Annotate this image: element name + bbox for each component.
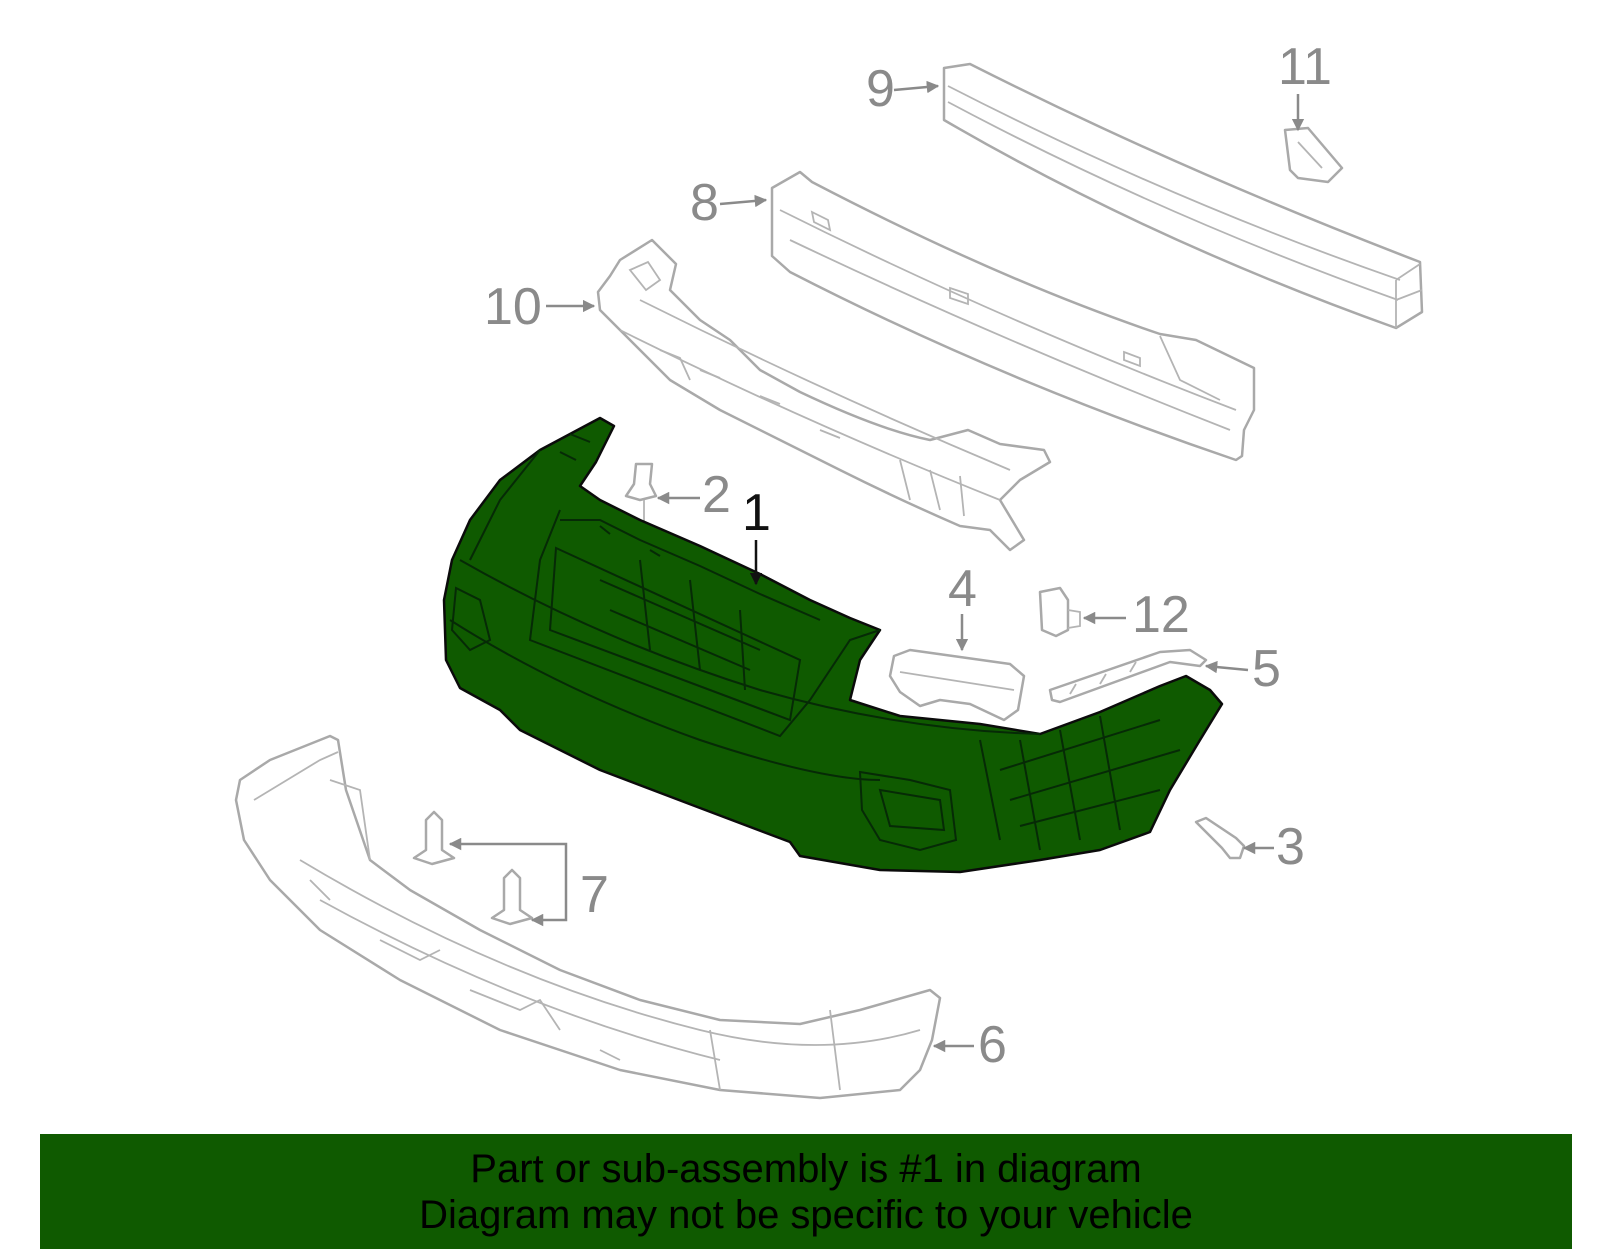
part-2-push-pin bbox=[624, 462, 658, 530]
callout-label-9: 9 bbox=[866, 60, 895, 118]
callout-6: 6 bbox=[932, 1016, 1007, 1074]
callout-label-10: 10 bbox=[484, 278, 542, 336]
callout-4: 4 bbox=[948, 560, 977, 652]
part-4-bracket bbox=[888, 648, 1026, 722]
part-3-screw bbox=[1194, 816, 1246, 860]
callout-label-5: 5 bbox=[1252, 640, 1281, 698]
callout-label-8: 8 bbox=[690, 174, 719, 232]
part-5-side-strip bbox=[1048, 648, 1208, 704]
callout-label-2: 2 bbox=[702, 466, 731, 524]
callout-11: 11 bbox=[1278, 38, 1332, 132]
part-12-clip bbox=[1038, 586, 1081, 638]
part-10-lower-support bbox=[596, 238, 1052, 552]
banner-line-disclaimer: Diagram may not be specific to your vehi… bbox=[419, 1193, 1193, 1237]
callout-label-7: 7 bbox=[580, 866, 609, 924]
callout-label-3: 3 bbox=[1276, 818, 1305, 876]
part-8-absorber bbox=[770, 170, 1256, 462]
callout-label-4: 4 bbox=[948, 560, 977, 618]
callout-label-11: 11 bbox=[1278, 38, 1332, 96]
part-11-bracket bbox=[1283, 126, 1344, 184]
callout-5: 5 bbox=[1204, 640, 1281, 698]
info-banner: Part or sub-assembly is #1 in diagram Di… bbox=[40, 1134, 1572, 1249]
banner-line-part-number: Part or sub-assembly is #1 in diagram bbox=[470, 1147, 1142, 1191]
callout-10: 10 bbox=[484, 278, 596, 336]
callout-label-12: 12 bbox=[1132, 586, 1190, 644]
part-6-lower-valance bbox=[234, 734, 942, 1100]
callout-1: 1 bbox=[742, 484, 771, 586]
callout-label-6: 6 bbox=[978, 1016, 1007, 1074]
part-1-bumper-cover bbox=[442, 416, 1224, 874]
callout-2: 2 bbox=[656, 466, 731, 524]
callout-label-1: 1 bbox=[742, 484, 771, 542]
callout-12: 12 bbox=[1082, 586, 1190, 644]
part-9-reinforcement-bar bbox=[942, 62, 1424, 330]
callout-7: 7 bbox=[448, 837, 609, 927]
callout-9: 9 bbox=[866, 60, 940, 118]
callout-8: 8 bbox=[690, 174, 768, 232]
bumper-cover-body bbox=[442, 416, 1224, 874]
callout-3: 3 bbox=[1242, 818, 1305, 876]
